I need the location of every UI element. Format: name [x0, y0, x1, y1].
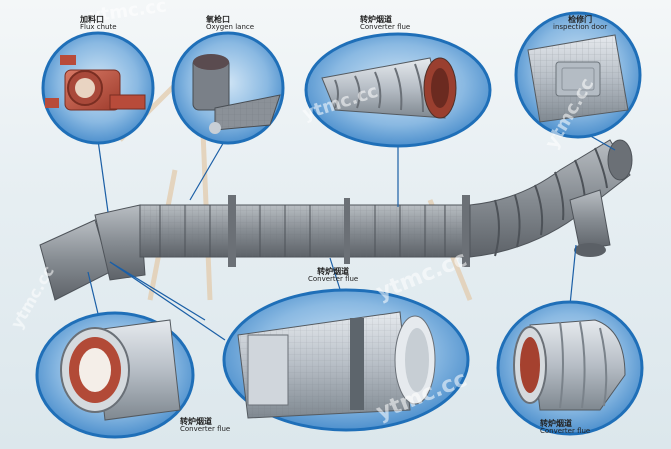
flux-chute-callout	[41, 31, 155, 145]
flue-top-label: 转炉烟道 Converter flue	[360, 15, 411, 32]
inspection-door-part	[527, 34, 629, 123]
inspection-door-label: 检修门 inspection door	[553, 15, 608, 32]
flue-bottom-left-cn: 转炉烟道	[180, 417, 212, 426]
converter-flue-bottom-left-callout	[35, 311, 195, 439]
inspection-door-callout	[514, 11, 642, 139]
oxygen-lance-callout	[171, 31, 285, 145]
oxygen-lance-part	[192, 54, 281, 134]
flue-bottom-right-en: Converter flue	[540, 427, 591, 436]
flue-center-label: 转炉烟道 Converter flue	[308, 267, 359, 284]
converter-flue-bottom-right-part	[513, 319, 626, 411]
flux-chute-part	[45, 55, 146, 111]
flue-center-en: Converter flue	[308, 275, 359, 284]
flue-assembly	[39, 139, 633, 301]
svg-text:ytmc.cc: ytmc.cc	[7, 263, 58, 332]
converter-flue-bottom-left-part	[60, 319, 181, 421]
inspection-door-cn: 检修门	[568, 15, 593, 24]
converter-flue-top-callout	[304, 32, 492, 148]
converter-flue-center-part	[237, 311, 436, 419]
flux-chute-label: 加料口 Flux chute	[80, 15, 117, 32]
oxygen-lance-cn: 氧枪口	[206, 15, 230, 24]
flue-bottom-left-label: 转炉烟道 Converter flue	[180, 417, 231, 434]
converter-flue-bottom-right-callout	[496, 300, 644, 436]
oxygen-lance-en: Oxygen lance	[206, 23, 255, 32]
flue-bottom-right-label: 转炉烟道 Converter flue	[540, 419, 591, 436]
flue-bottom-right-cn: 转炉烟道	[540, 419, 572, 428]
converter-flue-top-part	[321, 57, 457, 119]
flue-top-en: Converter flue	[360, 23, 411, 32]
flux-chute-cn: 加料口	[80, 15, 104, 24]
inspection-door-en: inspection door	[553, 23, 608, 32]
leader-lines	[87, 129, 616, 341]
flue-bottom-left-en: Converter flue	[180, 425, 231, 434]
flue-center-cn: 转炉烟道	[317, 267, 350, 276]
flue-top-cn: 转炉烟道	[360, 15, 392, 24]
converter-flue-center-callout	[222, 288, 470, 432]
flux-chute-en: Flux chute	[80, 23, 117, 32]
oxygen-lance-label: 氧枪口 Oxygen lance	[206, 15, 255, 32]
